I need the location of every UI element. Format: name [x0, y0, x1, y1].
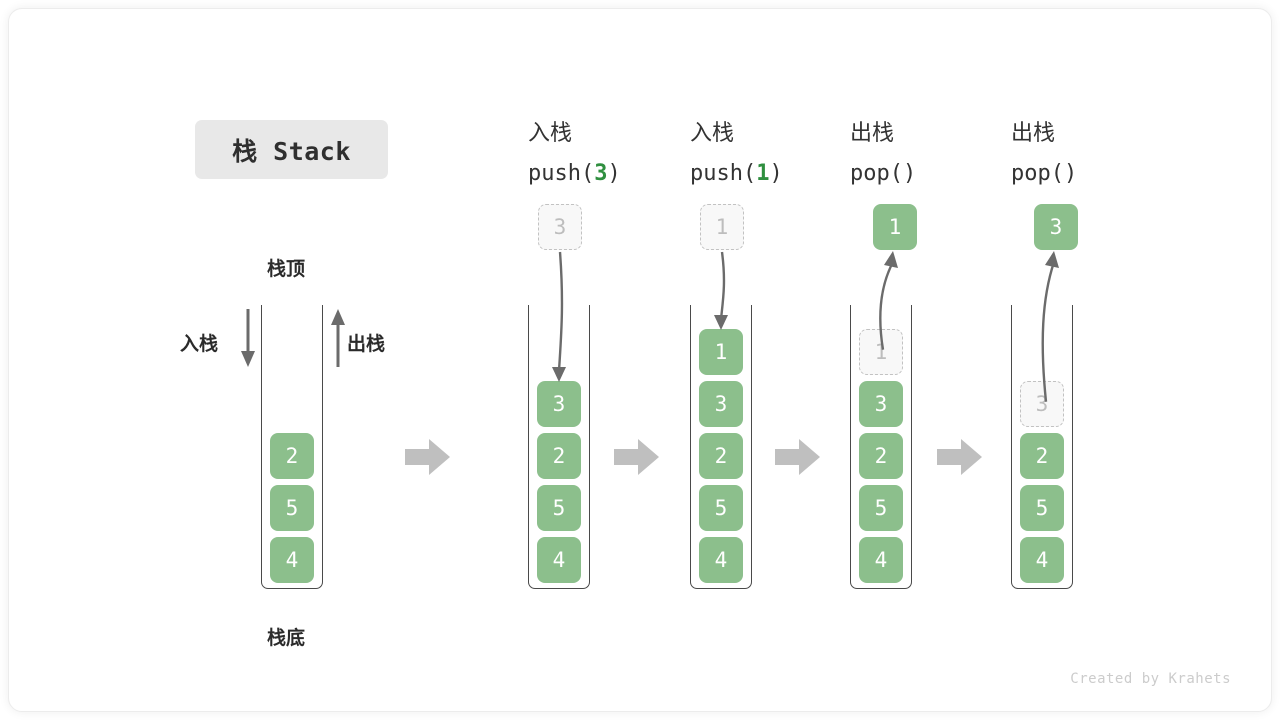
transition-arrow-2-icon [614, 439, 659, 475]
stack-bottom-label: 栈底 [267, 627, 306, 649]
stack-element-box: 5 [699, 485, 743, 531]
push-motion-arrow-icon [552, 251, 566, 382]
push-motion-arrow-icon [714, 251, 728, 330]
incoming-element-box: 3 [538, 204, 582, 250]
column-header-push-1: 入栈 push(1) [690, 114, 783, 194]
stack-element-box: 3 [859, 381, 903, 427]
push-down-arrow-icon [241, 309, 255, 367]
stack-element-box: 2 [859, 433, 903, 479]
stack-element-box-removed: 1 [859, 329, 903, 375]
transition-arrow-3-icon [775, 439, 820, 475]
column-header-pop-1: 出栈 pop() [850, 114, 916, 194]
stack-element-box: 5 [537, 485, 581, 531]
pop-up-arrow-icon [331, 309, 345, 367]
popped-element-box: 3 [1034, 204, 1078, 250]
stack-element-box: 4 [699, 537, 743, 583]
stack-container-push-1 [690, 305, 752, 589]
pop-direction-label: 出栈 [347, 333, 386, 355]
stack-container-pop-2 [1011, 305, 1073, 589]
column-operation-code: push(1) [690, 161, 783, 186]
page-title: 栈 Stack [195, 120, 388, 179]
stack-element-box: 2 [537, 433, 581, 479]
transition-arrow-4-icon [937, 439, 982, 475]
stack-element-box: 5 [1020, 485, 1064, 531]
stack-element-box: 4 [270, 537, 314, 583]
column-operation-code: pop() [850, 161, 917, 186]
column-header-push-3: 入栈 push(3) [528, 114, 621, 194]
operation-argument: 1 [756, 161, 770, 186]
push-direction-label: 入栈 [180, 333, 219, 355]
transition-arrow-1-icon [405, 439, 450, 475]
stack-container-push-3 [528, 305, 590, 589]
operation-argument: 3 [594, 161, 608, 186]
column-operation-label: 出栈 [850, 121, 895, 146]
stack-container-pop-1 [850, 305, 912, 589]
pop-motion-arrow-icon [879, 251, 898, 350]
stack-element-box: 4 [859, 537, 903, 583]
stack-element-box: 4 [537, 537, 581, 583]
column-header-pop-2: 出栈 pop() [1011, 114, 1077, 194]
stack-element-box: 3 [537, 381, 581, 427]
stack-element-box: 5 [859, 485, 903, 531]
popped-element-box: 1 [873, 204, 917, 250]
column-operation-label: 入栈 [690, 121, 735, 146]
column-operation-label: 出栈 [1011, 121, 1056, 146]
column-operation-code: push(3) [528, 161, 621, 186]
credit-text: Created by Krahets [1070, 671, 1231, 687]
stack-element-box: 2 [699, 433, 743, 479]
stack-element-box: 5 [270, 485, 314, 531]
stack-element-box: 2 [270, 433, 314, 479]
stack-element-box: 2 [1020, 433, 1064, 479]
stack-top-label: 栈顶 [267, 258, 306, 280]
stack-container-initial [261, 305, 323, 589]
pop-motion-arrow-icon [1041, 251, 1059, 402]
column-operation-label: 入栈 [528, 121, 573, 146]
stack-element-box: 3 [699, 381, 743, 427]
stack-element-box: 1 [699, 329, 743, 375]
column-operation-code: pop() [1011, 161, 1078, 186]
stack-element-box-removed: 3 [1020, 381, 1064, 427]
stack-element-box: 4 [1020, 537, 1064, 583]
incoming-element-box: 1 [700, 204, 744, 250]
